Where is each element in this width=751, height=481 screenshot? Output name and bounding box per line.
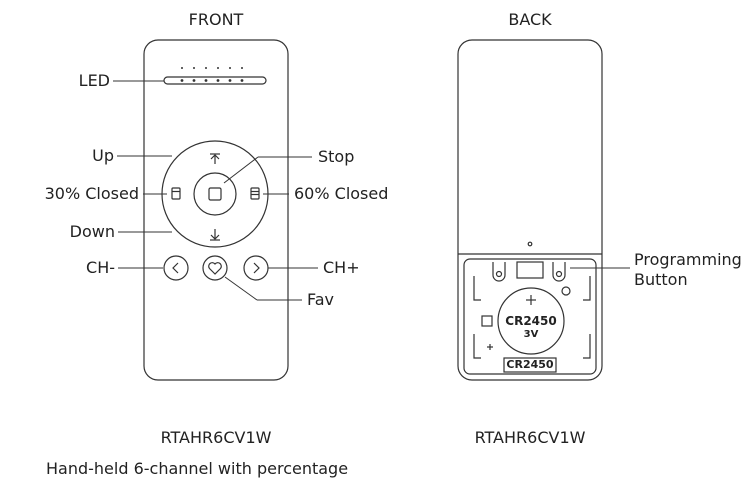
label-closed-30: 30% Closed <box>44 184 139 203</box>
clip-left <box>492 262 506 282</box>
clip-right <box>552 262 566 282</box>
up-arrow-icon <box>210 153 220 164</box>
fav-button[interactable] <box>202 255 228 281</box>
back-remote-body <box>457 39 603 381</box>
chevron-right-icon <box>253 262 260 274</box>
led-dots <box>180 67 244 82</box>
front-title: FRONT <box>188 10 244 29</box>
clip-center <box>516 261 544 279</box>
front-remote-body <box>143 39 289 381</box>
back-title: BACK <box>508 10 552 29</box>
ch-plus-button[interactable] <box>243 255 269 281</box>
battery-voltage: 3V <box>523 329 539 340</box>
battery-compartment <box>463 258 597 375</box>
label-programming-line1: Programming <box>634 250 742 269</box>
battery-label: CR2450 <box>505 314 557 328</box>
down-arrow-icon <box>210 229 220 241</box>
chevron-left-icon <box>172 262 179 274</box>
label-ch-plus: CH+ <box>323 258 360 277</box>
label-led: LED <box>78 71 110 90</box>
closed-60-icon <box>250 187 260 200</box>
label-programming-line2: Button <box>634 270 688 289</box>
label-ch-minus: CH- <box>86 258 115 277</box>
caption: Hand-held 6-channel with percentage <box>46 459 349 478</box>
stop-button-ring[interactable] <box>193 172 237 216</box>
stop-icon <box>208 187 222 201</box>
heart-icon <box>208 262 222 275</box>
label-down: Down <box>69 222 115 241</box>
front-leader-lines <box>113 80 318 301</box>
label-up: Up <box>92 146 114 165</box>
plus-icon <box>487 295 536 350</box>
battery-slot-label: CR2450 <box>506 358 554 371</box>
battery-slot <box>503 357 557 373</box>
battery-mark <box>481 315 493 327</box>
ch-minus-button[interactable] <box>163 255 189 281</box>
back-dot <box>527 241 533 247</box>
programming-button[interactable] <box>561 286 571 296</box>
label-fav: Fav <box>307 290 335 309</box>
label-closed-60: 60% Closed <box>294 184 389 203</box>
led-bar <box>163 76 267 85</box>
coin-battery <box>497 287 565 355</box>
closed-30-icon <box>171 187 181 200</box>
front-model: RTAHR6CV1W <box>160 428 272 447</box>
back-model: RTAHR6CV1W <box>474 428 586 447</box>
label-stop: Stop <box>318 147 355 166</box>
